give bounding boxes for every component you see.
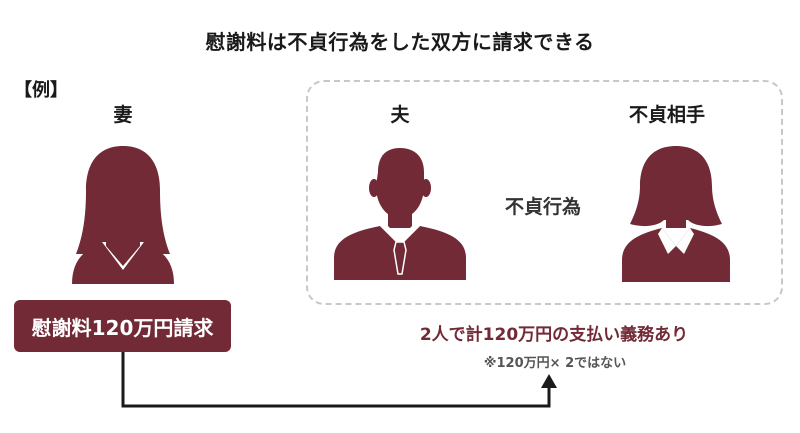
note-text: ※120万円× 2ではない	[483, 356, 627, 371]
infidelity-label: 不貞行為	[504, 196, 581, 218]
diagram-title: 慰謝料は不貞行為をした双方に請求できる	[205, 30, 595, 54]
affair-partner-icon	[622, 146, 730, 282]
wife-icon	[72, 146, 174, 284]
wife-label: 妻	[113, 104, 133, 126]
claim-badge: 慰謝料120万円請求	[14, 300, 231, 352]
relationship-group	[306, 80, 783, 305]
example-label: 【例】	[14, 80, 68, 101]
payment-obligation-text: 2人で計120万円の支払い義務あり	[419, 325, 689, 345]
affair-partner-label: 不貞相手	[628, 104, 705, 126]
husband-icon	[334, 148, 466, 280]
husband-label: 夫	[390, 104, 410, 126]
